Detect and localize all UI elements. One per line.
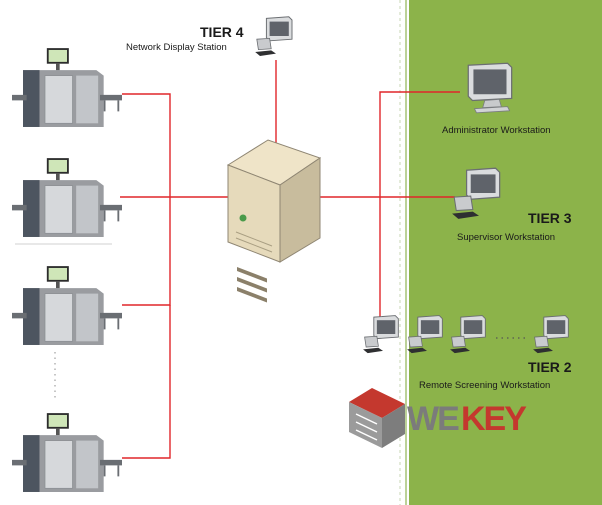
tier3-caption: Supervisor Workstation xyxy=(457,232,556,243)
scanner-1-link xyxy=(122,93,171,197)
admin-link xyxy=(379,91,460,325)
tier2-label: TIER 2 xyxy=(528,359,572,375)
server-tower-icon xyxy=(226,139,322,303)
tier4-label: TIER 4 xyxy=(200,24,244,40)
scanner-4-link xyxy=(122,305,171,459)
tier4-caption: Network Display Station xyxy=(126,42,227,53)
watermark-text-part1: WE xyxy=(407,400,460,438)
xray-scanner-icon xyxy=(12,157,122,238)
connection-lines xyxy=(120,60,460,459)
xray-scanner-icon xyxy=(12,412,122,493)
xray-scanner-icon xyxy=(12,47,122,128)
desktop-computer-icon xyxy=(362,315,399,354)
watermark-logo xyxy=(349,388,405,448)
xray-scanner-icon xyxy=(12,265,122,346)
watermark-text-part2: KEY xyxy=(461,400,527,438)
desktop-computer-icon xyxy=(254,16,293,57)
admin-caption: Administrator Workstation xyxy=(442,125,551,136)
tier2-caption: Remote Screening Workstation xyxy=(419,380,551,391)
scanner-3-link xyxy=(122,197,171,306)
tier3-label: TIER 3 xyxy=(528,210,572,226)
